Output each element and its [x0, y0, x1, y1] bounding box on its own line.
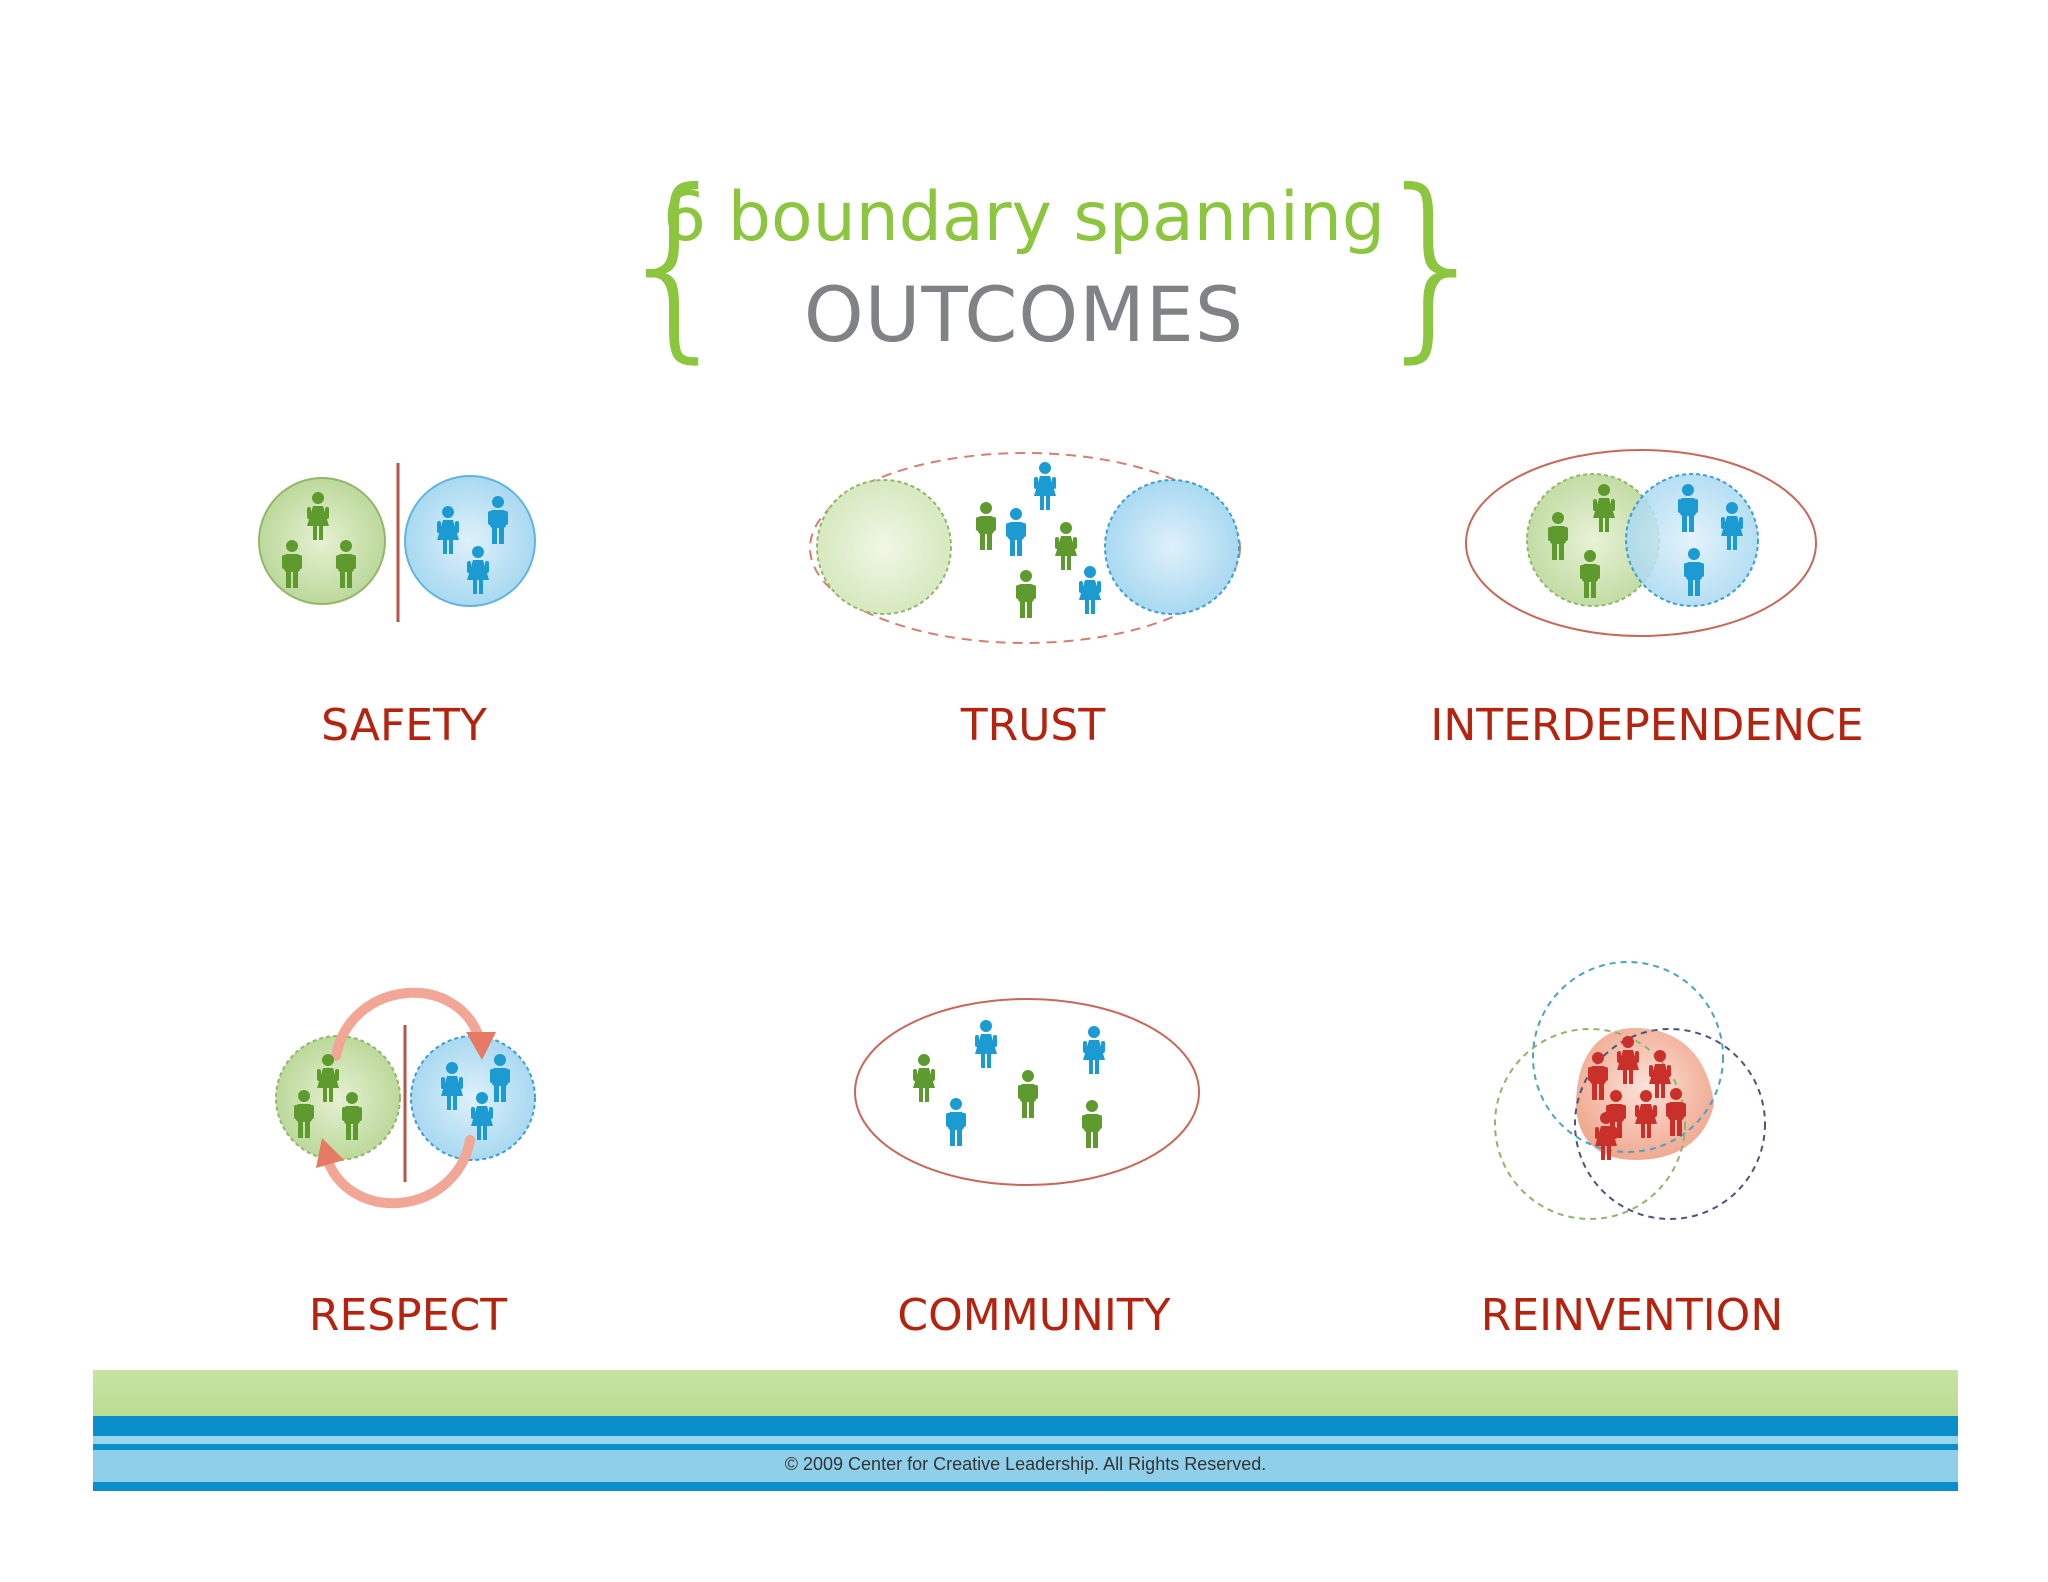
outcome-label-interdependence: INTERDEPENDENCE — [1430, 700, 1864, 751]
footer-copyright: © 2009 Center for Creative Leadership. A… — [784, 1454, 1267, 1474]
interdependence-diagram — [1465, 449, 1817, 637]
title-line-1: 6 boundary spanning — [662, 178, 1386, 257]
footer-band-blue-1 — [93, 1416, 1958, 1436]
outcome-label-community: COMMUNITY — [897, 1290, 1171, 1341]
arrow-icon — [316, 987, 496, 1209]
title-brace-open-icon: { — [612, 148, 740, 381]
title-line-2: OUTCOMES — [803, 270, 1245, 359]
footer-band-blue-2 — [93, 1444, 1958, 1450]
outcome-label-reinvention: REINVENTION — [1480, 1290, 1784, 1341]
title-brace-close-icon: } — [1370, 148, 1498, 381]
footer-band-blue-3 — [93, 1482, 1958, 1491]
person-icon-green — [913, 1054, 1102, 1148]
safety-diagram — [258, 463, 536, 622]
outcome-label-trust: TRUST — [960, 700, 1106, 751]
outcome-label-safety: SAFETY — [321, 700, 487, 751]
outcome-label-respect: RESPECT — [308, 1290, 508, 1341]
footer-band-green — [93, 1370, 1958, 1416]
community-diagram — [854, 998, 1200, 1186]
person-icon-green — [976, 502, 1077, 618]
footer-band-light-1 — [93, 1436, 1958, 1444]
footer-band-light-2 — [93, 1450, 1958, 1482]
person-icon-blue — [946, 1020, 1105, 1146]
trust-diagram — [809, 452, 1241, 644]
reinvention-diagram — [1494, 961, 1766, 1220]
respect-diagram — [275, 987, 536, 1209]
